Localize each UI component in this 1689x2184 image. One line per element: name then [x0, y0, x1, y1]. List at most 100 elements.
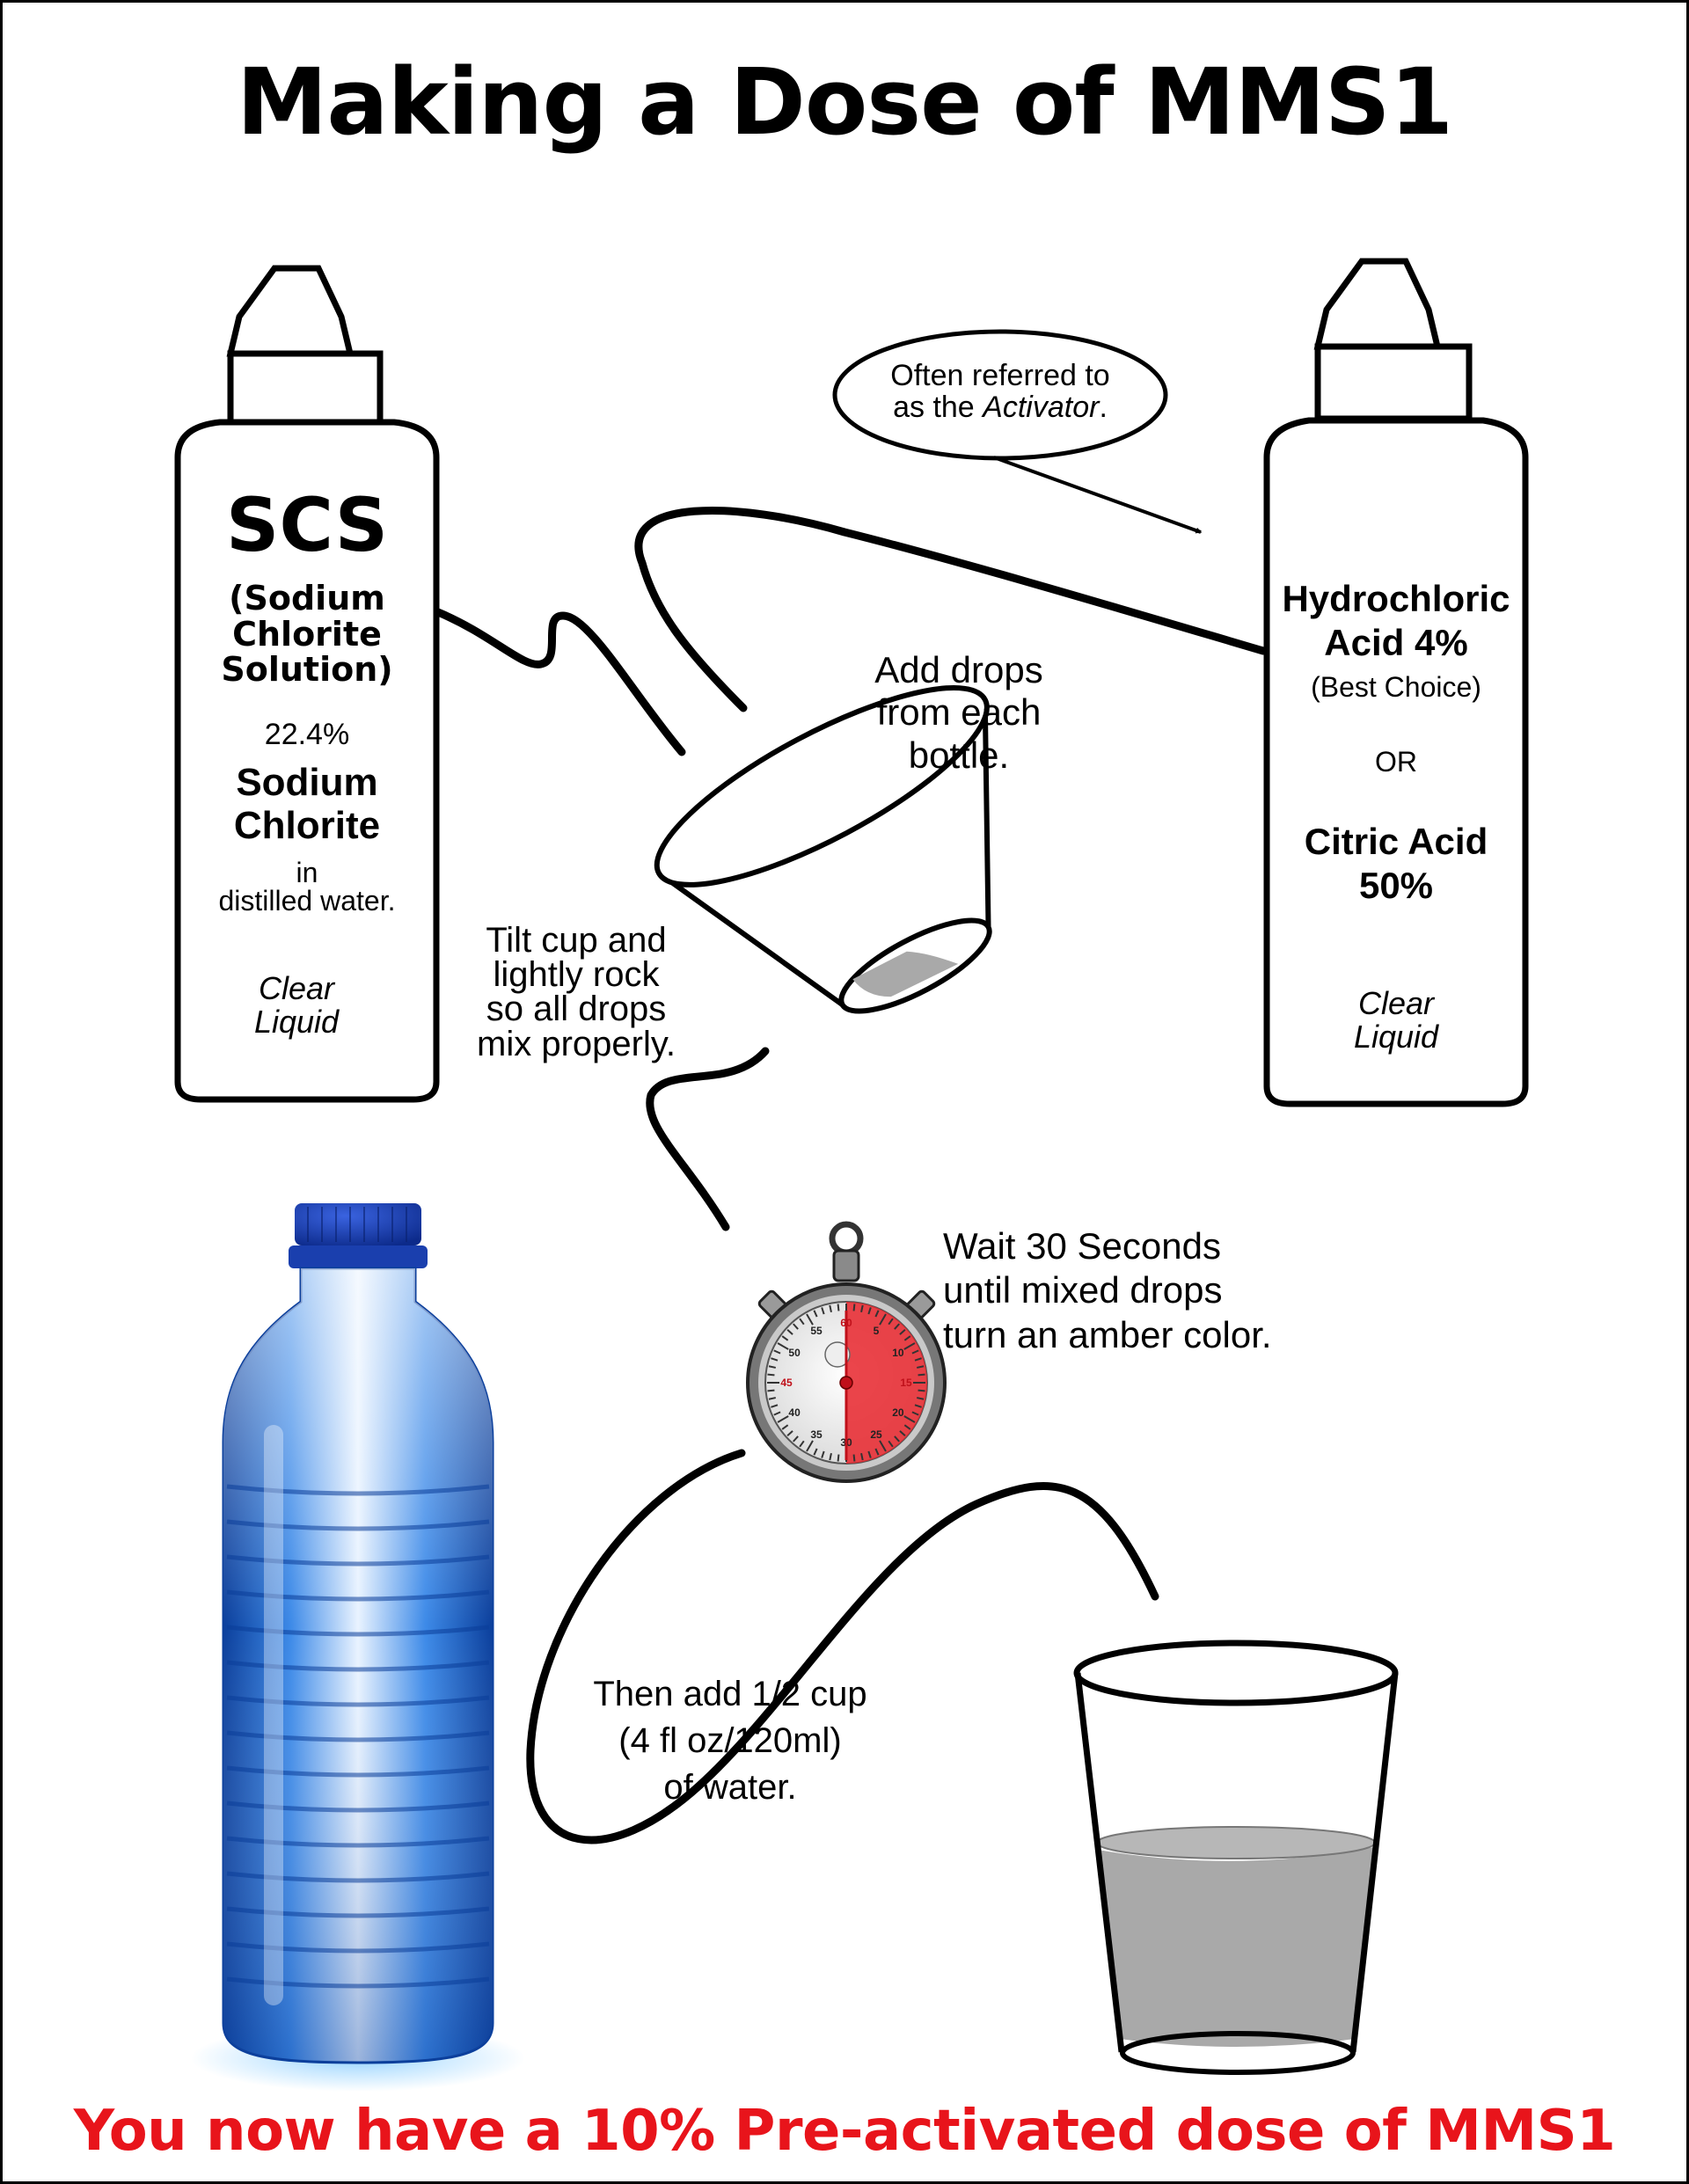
dial-tick	[793, 1323, 799, 1330]
dial-tick	[917, 1397, 925, 1400]
dial-tick	[806, 1440, 814, 1452]
dial-tick	[773, 1349, 781, 1355]
dial-tick	[894, 1435, 900, 1443]
bottle-rib	[226, 1519, 490, 1531]
water-line: Then add 1/2 cup	[593, 1675, 867, 1713]
dial-tick	[781, 1335, 789, 1341]
dial-tick	[768, 1365, 776, 1369]
dial-tick	[879, 1313, 887, 1326]
water-line: of water.	[663, 1767, 797, 1807]
dial-tick	[773, 1411, 781, 1416]
arrow-scs-to-cup	[434, 608, 686, 756]
water-glass	[1073, 1640, 1399, 2075]
scs-name-line: Chlorite	[232, 614, 382, 654]
dial-tick	[903, 1424, 911, 1430]
dial-tick	[860, 1453, 864, 1461]
dial-label: 15	[900, 1377, 912, 1389]
tilt-line: Tilt cup and	[486, 921, 667, 960]
dial-tick	[821, 1450, 825, 1458]
step-add-drops: Add drops from each bottle.	[827, 649, 1091, 777]
dial-tick	[914, 1357, 922, 1362]
dial-label: 10	[892, 1347, 904, 1359]
hcl-line: Acid 4%	[1324, 621, 1468, 663]
bottle-rib	[226, 1801, 490, 1813]
dial-tick	[837, 1454, 840, 1462]
dial-tick	[911, 1411, 919, 1416]
dial-label: 45	[780, 1377, 793, 1389]
tilt-line: lightly rock	[493, 955, 660, 995]
dial-label: 50	[788, 1347, 801, 1359]
dial-tick	[903, 1335, 911, 1341]
activator-appearance: Clear Liquid	[1267, 987, 1525, 1054]
scs-compound: Sodium Chlorite	[178, 761, 436, 848]
dial-label: 35	[810, 1428, 823, 1441]
bottle-rib	[226, 1554, 490, 1567]
dial-tick	[768, 1397, 776, 1400]
tilt-line: mix properly.	[477, 1024, 676, 1063]
bottle-rib	[226, 1941, 490, 1954]
scs-full-name: (Sodium Chlorite Solution)	[178, 581, 436, 688]
bottle-rib	[226, 1695, 490, 1707]
activator-bottle	[1263, 258, 1529, 1107]
dial-tick	[813, 1310, 818, 1318]
scs-appearance: Clear Liquid	[167, 972, 426, 1039]
dial-tick	[786, 1329, 793, 1335]
dial-tick	[903, 1415, 916, 1423]
dial-tick	[829, 1304, 832, 1312]
activator-appearance-line: Liquid	[1353, 1018, 1439, 1055]
scs-name-line: (Sodium	[229, 579, 385, 617]
dial-label: 5	[874, 1325, 880, 1337]
dial-tick	[918, 1373, 925, 1377]
result-statement: You now have a 10% Pre-activated dose of…	[73, 2099, 1616, 2164]
stopwatch-icon: 60510152025303540455055	[746, 1221, 947, 1483]
dial-tick	[821, 1307, 825, 1315]
dial-tick	[914, 1404, 922, 1408]
water-line: (4 fl oz/120ml)	[618, 1720, 842, 1760]
dial-tick	[786, 1430, 793, 1436]
tilt-line: so all drops	[486, 990, 667, 1029]
dial-tick	[879, 1440, 887, 1452]
callout-line: Often referred to	[890, 359, 1110, 392]
bottle-rib	[226, 1976, 490, 1989]
scs-bottle	[174, 265, 440, 1103]
tilted-mixing-cup	[654, 685, 992, 1014]
step-add-water: Then add 1/2 cup (4 fl oz/120ml) of wate…	[545, 1671, 915, 1810]
scs-solvent-line: distilled water.	[218, 885, 396, 917]
wait-line: Wait 30 Seconds	[943, 1225, 1221, 1267]
dial-tick	[852, 1454, 856, 1462]
dial-tick	[903, 1342, 916, 1350]
wait-line: turn an amber color.	[943, 1313, 1272, 1355]
dial-tick	[829, 1453, 832, 1461]
dial-label: 40	[788, 1406, 801, 1419]
step-wait: Wait 30 Seconds until mixed drops turn a…	[943, 1224, 1400, 1357]
bottle-rib	[226, 1871, 490, 1883]
add-drops-line: from each	[876, 691, 1042, 734]
bottle-rib	[226, 1484, 490, 1496]
flow-arrows	[434, 506, 1268, 1844]
wait-line: until mixed drops	[943, 1269, 1223, 1311]
bottle-rib	[226, 1730, 490, 1742]
dial-tick	[799, 1440, 805, 1448]
scs-name-line: Solution)	[221, 650, 393, 690]
dial-tick	[899, 1329, 906, 1335]
dial-tick	[777, 1415, 789, 1423]
scs-appearance-line: Liquid	[253, 1003, 340, 1040]
callout-text: Often referred to as the Activator.	[836, 359, 1165, 423]
step-tilt-cup: Tilt cup and lightly rock so all drops m…	[444, 921, 708, 1063]
dial-tick	[867, 1450, 872, 1458]
dial-label: 25	[870, 1428, 882, 1441]
dial-tick	[813, 1448, 818, 1456]
arrow-cup-to-stopwatch	[646, 1047, 770, 1231]
add-drops-line: Add drops	[874, 649, 1043, 690]
dial-tick	[793, 1435, 799, 1443]
option-separator: OR	[1375, 746, 1417, 778]
dial-label: 55	[810, 1325, 823, 1337]
dial-tick	[917, 1365, 925, 1369]
bottle-rib	[226, 1589, 490, 1602]
citric-line: Citric Acid	[1304, 821, 1488, 862]
bottle-rib	[226, 1625, 490, 1637]
dial-tick	[860, 1304, 864, 1312]
dial-tick	[781, 1424, 789, 1430]
dial-tick	[894, 1323, 900, 1330]
water-bottle	[191, 1203, 525, 2092]
